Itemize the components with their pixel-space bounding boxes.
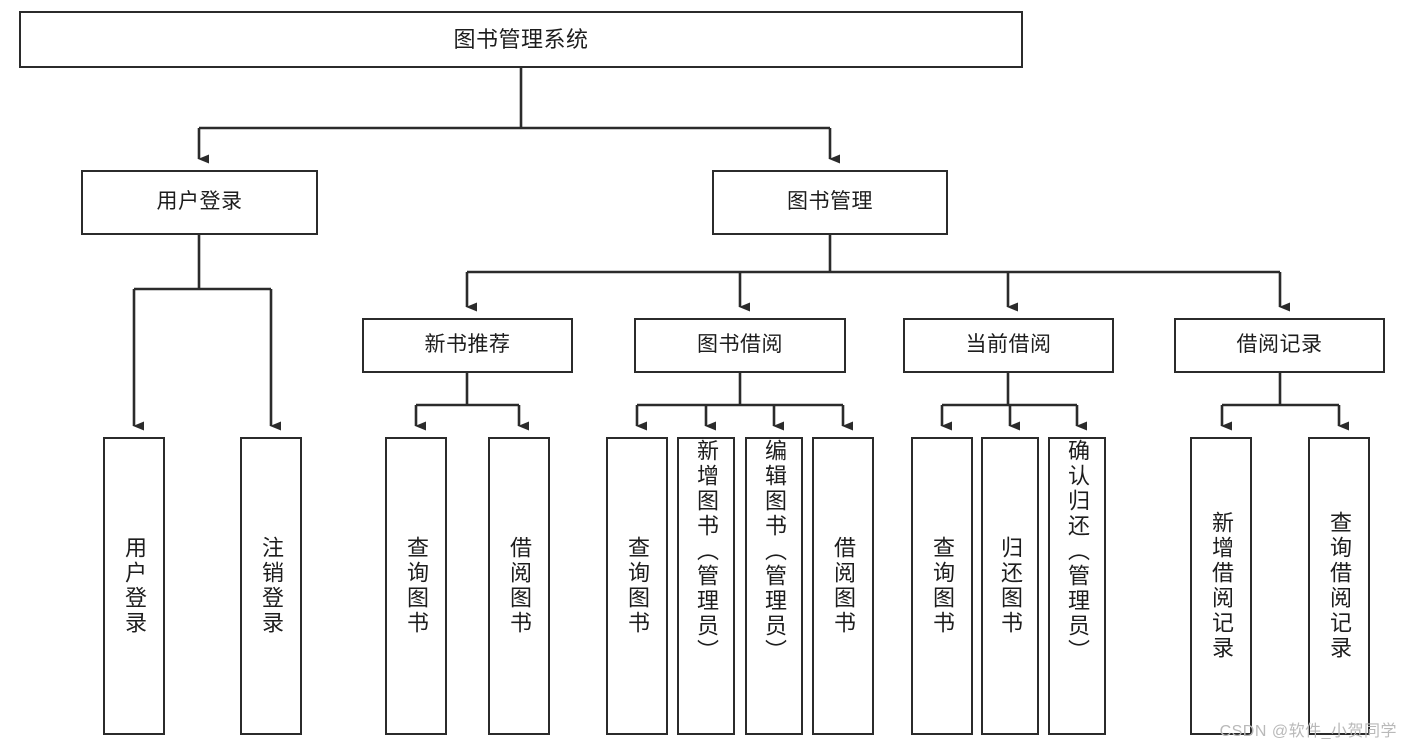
node-label: 当前借阅: [965, 333, 1052, 357]
node-label: 归还图书: [997, 536, 1023, 636]
node-book-borrow[interactable]: 图书借阅: [634, 318, 846, 373]
node-label: 查询图书: [403, 536, 429, 636]
node-label: 图书借阅: [697, 333, 783, 357]
leaf-records-query-record[interactable]: 查询借阅记录: [1308, 437, 1370, 735]
node-label: 新增借阅记录: [1208, 511, 1234, 661]
node-new-book-recommend[interactable]: 新书推荐: [362, 318, 573, 373]
leaf-borrow-query-book[interactable]: 查询图书: [606, 437, 668, 735]
node-label: 用户登录: [121, 536, 147, 636]
node-label: 注销登录: [258, 536, 284, 636]
node-label: 图书管理系统: [453, 26, 589, 52]
node-label: 借阅记录: [1236, 333, 1323, 357]
node-borrow-records[interactable]: 借阅记录: [1174, 318, 1385, 373]
leaf-logout[interactable]: 注销登录: [240, 437, 302, 735]
leaf-recommend-query-book[interactable]: 查询图书: [385, 437, 447, 735]
csdn-watermark: CSDN @软件_小贺同学: [1219, 723, 1397, 740]
node-label: 确认归还（管理员）: [1064, 439, 1090, 664]
leaf-borrow-add-book-admin[interactable]: 新增图书（管理员）: [677, 437, 735, 735]
leaf-current-confirm-return-admin[interactable]: 确认归还（管理员）: [1048, 437, 1106, 735]
node-label: 编辑图书（管理员）: [761, 439, 787, 664]
leaf-user-login[interactable]: 用户登录: [103, 437, 165, 735]
leaf-borrow-borrow-book[interactable]: 借阅图书: [812, 437, 874, 735]
node-label: 查询借阅记录: [1326, 511, 1352, 661]
node-label: 查询图书: [929, 536, 955, 636]
node-label: 借阅图书: [830, 536, 856, 636]
node-label: 新增图书（管理员）: [693, 439, 719, 664]
node-label: 图书管理: [787, 190, 873, 214]
node-user-login[interactable]: 用户登录: [81, 170, 318, 235]
node-label: 查询图书: [624, 536, 650, 636]
node-root-system[interactable]: 图书管理系统: [19, 11, 1023, 68]
leaf-current-return-book[interactable]: 归还图书: [981, 437, 1039, 735]
leaf-recommend-borrow-book[interactable]: 借阅图书: [488, 437, 550, 735]
node-label: 用户登录: [156, 190, 243, 214]
node-book-management[interactable]: 图书管理: [712, 170, 948, 235]
leaf-current-query-book[interactable]: 查询图书: [911, 437, 973, 735]
node-label: 新书推荐: [424, 333, 511, 357]
node-current-borrow[interactable]: 当前借阅: [903, 318, 1114, 373]
leaf-borrow-edit-book-admin[interactable]: 编辑图书（管理员）: [745, 437, 803, 735]
node-label: 借阅图书: [506, 536, 532, 636]
leaf-records-add-record[interactable]: 新增借阅记录: [1190, 437, 1252, 735]
